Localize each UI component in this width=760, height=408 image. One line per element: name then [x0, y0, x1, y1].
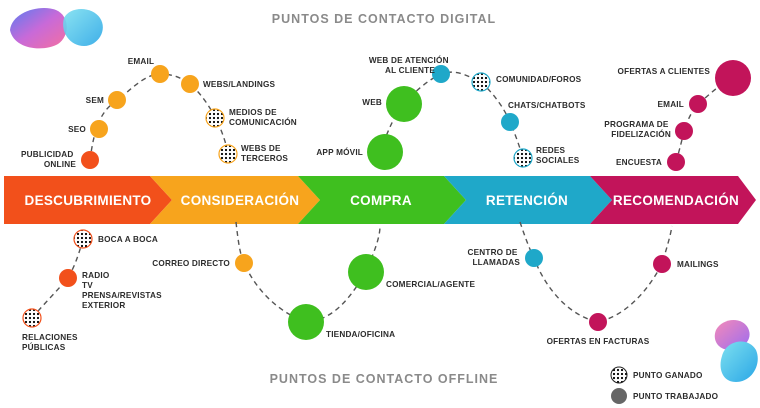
stage-descubrimiento [4, 176, 172, 224]
legend: PUNTO GANADO PUNTO TRABAJADO [610, 366, 719, 404]
label-email: EMAIL [128, 57, 154, 66]
offline-points [22, 229, 671, 340]
label-comercial-agente: COMERCIAL/AGENTE [386, 280, 476, 289]
stage-label-consideracion: CONSIDERACIÓN [181, 193, 300, 208]
label-app-movil: APP MÓVIL [316, 146, 363, 157]
point-programa-fidelizacion [675, 122, 693, 140]
legend-ganado-label: PUNTO GANADO [633, 371, 703, 380]
label-web: WEB [362, 98, 382, 107]
legend-ganado-swatch [610, 366, 628, 384]
point-web [386, 86, 422, 122]
label-webs-terceros: WEBS DE TERCEROS [241, 144, 288, 163]
point-sem [108, 91, 126, 109]
point-boca-a-boca [73, 229, 93, 249]
point-web-atencion [432, 65, 450, 83]
point-redes-sociales [513, 148, 533, 168]
decorative-blob-bottom-right [714, 319, 758, 382]
point-medios-tradicionales [59, 269, 77, 287]
label-tienda-oficina: TIENDA/OFICINA [326, 330, 395, 339]
digital-labels: PUBLICIDAD ONLINE SEO SEM EMAIL WEBS/LAN… [21, 54, 710, 169]
stage-consideracion [150, 176, 320, 224]
stage-label-recomendacion: RECOMENDACIÓN [613, 193, 739, 208]
label-encuesta: ENCUESTA [616, 158, 662, 167]
point-encuesta [667, 153, 685, 171]
label-relaciones-publicas: RELACIONES PÚBLICAS [22, 333, 80, 352]
stage-label-compra: COMPRA [350, 193, 412, 208]
point-email-recomendacion [689, 95, 707, 113]
point-correo-directo [235, 254, 253, 272]
point-comunidad-foros [471, 72, 491, 92]
label-programa-fidelizacion: PROGRAMA DE FIDELIZACIÓN [604, 120, 671, 139]
label-publicidad-online: PUBLICIDAD ONLINE [21, 150, 76, 169]
point-chats-chatbots [501, 113, 519, 131]
point-seo [90, 120, 108, 138]
label-ofertas-facturas: OFERTAS EN FACTURAS [547, 337, 650, 346]
stage-recomendacion [590, 176, 756, 224]
stage-label-retencion: RETENCIÓN [486, 193, 568, 208]
point-mailings [653, 255, 671, 273]
offline-heading: PUNTOS DE CONTACTO OFFLINE [270, 372, 499, 386]
point-email [151, 65, 169, 83]
label-seo: SEO [68, 125, 86, 134]
digital-points [81, 60, 751, 171]
label-correo-directo: CORREO DIRECTO [152, 259, 230, 268]
label-comunidad-foros: COMUNIDAD/FOROS [496, 75, 582, 84]
label-medios-comunicacion: MEDIOS DE COMUNICACIÓN [229, 108, 297, 127]
stage-arrows: DESCUBRIMIENTO CONSIDERACIÓN COMPRA RETE… [4, 176, 756, 224]
stage-retencion [444, 176, 612, 224]
offline-labels: BOCA A BOCA RADIO TV PRENSA/REVISTAS EXT… [22, 235, 719, 352]
point-tienda-oficina [288, 304, 324, 340]
point-relaciones-publicas [22, 308, 42, 328]
label-email-recomendacion: EMAIL [658, 100, 684, 109]
legend-trabajado-label: PUNTO TRABAJADO [633, 392, 719, 401]
digital-path [89, 71, 734, 163]
label-chats-chatbots: CHATS/CHATBOTS [508, 101, 586, 110]
point-ofertas-facturas [589, 313, 607, 331]
point-publicidad-online [81, 151, 99, 169]
digital-heading: PUNTOS DE CONTACTO DIGITAL [272, 12, 496, 26]
label-web-atencion: WEB DE ATENCIÓN AL CLIENTE [369, 54, 451, 75]
label-webs-landings: WEBS/LANDINGS [203, 80, 276, 89]
point-webs-landings [181, 75, 199, 93]
label-medios-tradicionales: RADIO TV PRENSA/REVISTAS EXTERIOR [82, 271, 164, 310]
point-app-movil [367, 134, 403, 170]
stage-label-descubrimiento: DESCUBRIMIENTO [25, 193, 152, 208]
point-medios-comunicacion [205, 108, 225, 128]
label-ofertas-clientes: OFERTAS A CLIENTES [618, 67, 711, 76]
label-sem: SEM [86, 96, 104, 105]
stage-compra [298, 176, 466, 224]
point-comercial-agente [348, 254, 384, 290]
legend-trabajado-swatch [611, 388, 627, 404]
point-centro-llamadas [525, 249, 543, 267]
decorative-blob-top-left [10, 8, 103, 49]
point-webs-terceros [218, 144, 238, 164]
point-ofertas-clientes [715, 60, 751, 96]
label-centro-llamadas: CENTRO DE LLAMADAS [467, 248, 520, 267]
label-redes-sociales: REDES SOCIALES [536, 146, 580, 165]
label-boca-a-boca: BOCA A BOCA [98, 235, 158, 244]
label-mailings: MAILINGS [677, 260, 719, 269]
